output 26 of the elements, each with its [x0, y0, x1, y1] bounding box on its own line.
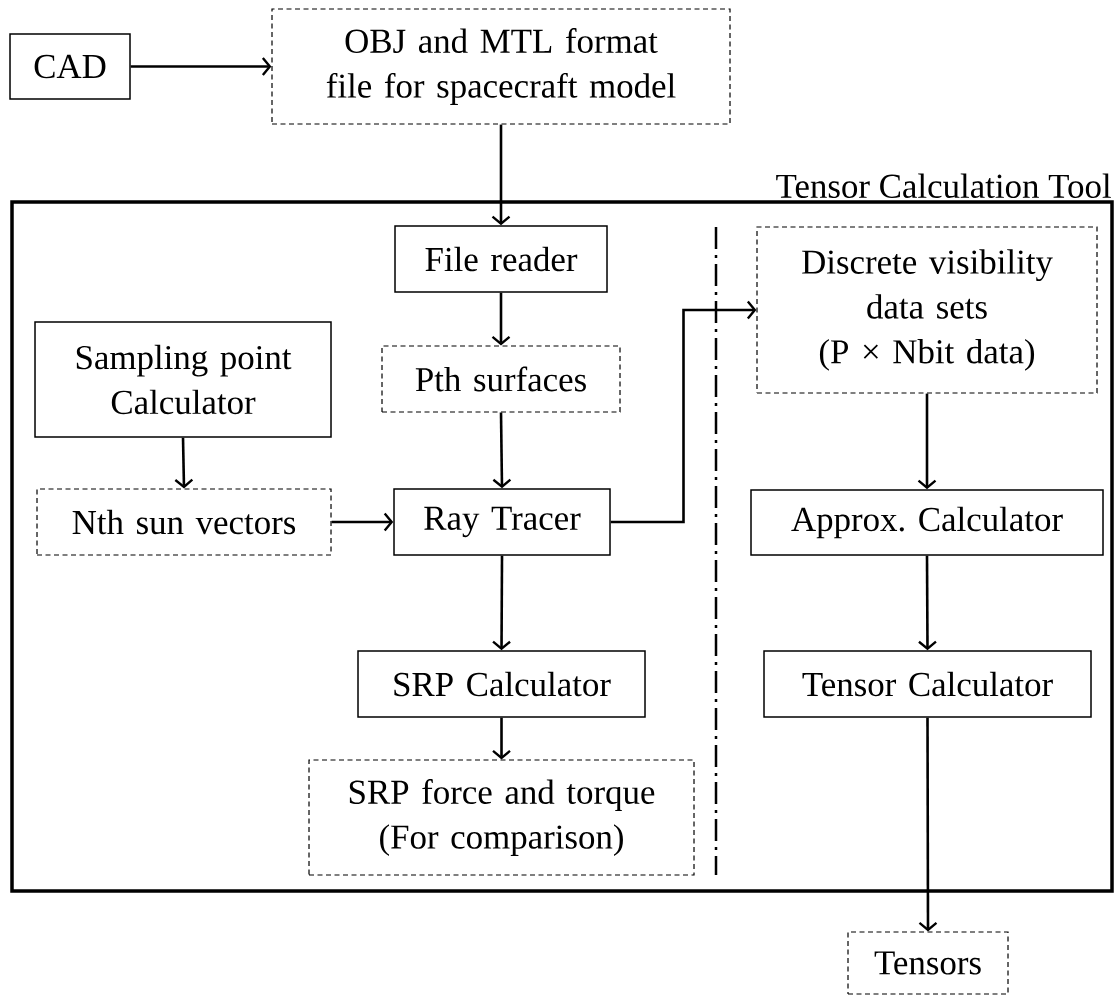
data-box: Pth surfaces	[381, 345, 621, 413]
arrow	[491, 292, 511, 346]
arrow	[491, 124, 511, 226]
arrow	[331, 512, 394, 532]
arrow	[917, 393, 937, 490]
arrow	[492, 412, 512, 489]
arrow	[492, 717, 511, 760]
data-box: SRP force and torque (For comparison)	[308, 759, 695, 876]
process-box: SRP Calculator	[357, 650, 646, 718]
arrow	[918, 555, 937, 651]
data-box: Nth sun vectors	[36, 488, 332, 556]
data-box: Tensors	[847, 931, 1009, 995]
process-box: File reader	[394, 225, 608, 293]
arrow	[492, 555, 511, 651]
arrow	[610, 300, 757, 524]
process-box: Approx. Calculator	[750, 489, 1104, 556]
process-box: Ray Tracer	[393, 488, 611, 556]
process-box: Sampling point Calculator	[34, 321, 332, 438]
data-box: OBJ and MTL format file for spacecraft model	[271, 8, 731, 125]
process-box: CAD	[9, 33, 131, 100]
data-box: Discrete visibility data sets (P × Nbit data)	[756, 226, 1098, 394]
arrow	[174, 437, 194, 489]
process-box: Tensor Calculator	[763, 650, 1092, 718]
frame-title: Tensor Calculation Tool	[776, 173, 1111, 199]
arrow	[130, 57, 272, 76]
arrow	[918, 717, 938, 932]
